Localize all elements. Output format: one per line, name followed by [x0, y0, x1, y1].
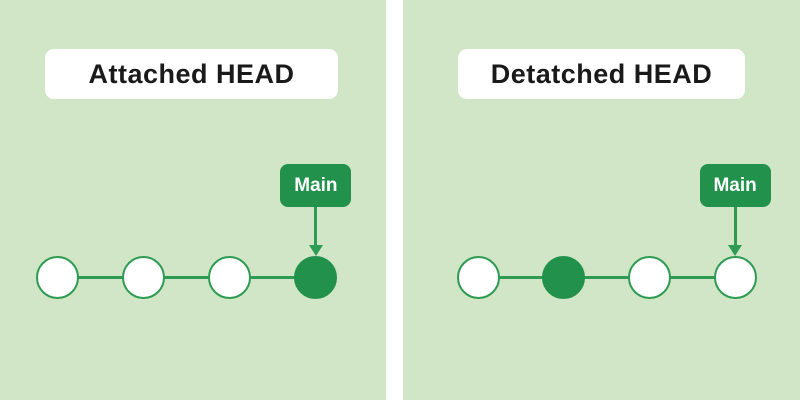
panel-attached-head: Attached HEAD Main [0, 0, 386, 400]
attached-head-title: Attached HEAD [88, 58, 295, 89]
branch-arrow-head-icon [308, 245, 323, 256]
branch-arrow-line [733, 207, 737, 245]
commit-node-1 [456, 255, 500, 299]
commit-connector-line [57, 275, 316, 279]
commit-node-2 [121, 255, 165, 299]
commit-node-2-current [542, 255, 586, 299]
commit-node-4 [713, 255, 757, 299]
panel-divider [386, 0, 403, 400]
commit-node-3 [208, 255, 252, 299]
main-branch-label: Main [280, 164, 352, 207]
commit-node-3 [627, 255, 671, 299]
detached-head-title-box: Detatched HEAD [458, 49, 745, 99]
main-branch-label-text: Main [713, 174, 757, 196]
branch-arrow-line [314, 207, 318, 245]
commit-node-4-current [294, 255, 338, 299]
main-branch-label: Main [699, 164, 771, 207]
panel-detached-head: Detatched HEAD Main [403, 0, 800, 400]
main-branch-label-text: Main [294, 174, 338, 196]
detached-head-title: Detatched HEAD [490, 58, 713, 89]
branch-arrow-head-icon [728, 245, 743, 256]
commit-connector-line [478, 275, 736, 279]
commit-node-1 [35, 255, 79, 299]
attached-head-title-box: Attached HEAD [45, 49, 338, 99]
